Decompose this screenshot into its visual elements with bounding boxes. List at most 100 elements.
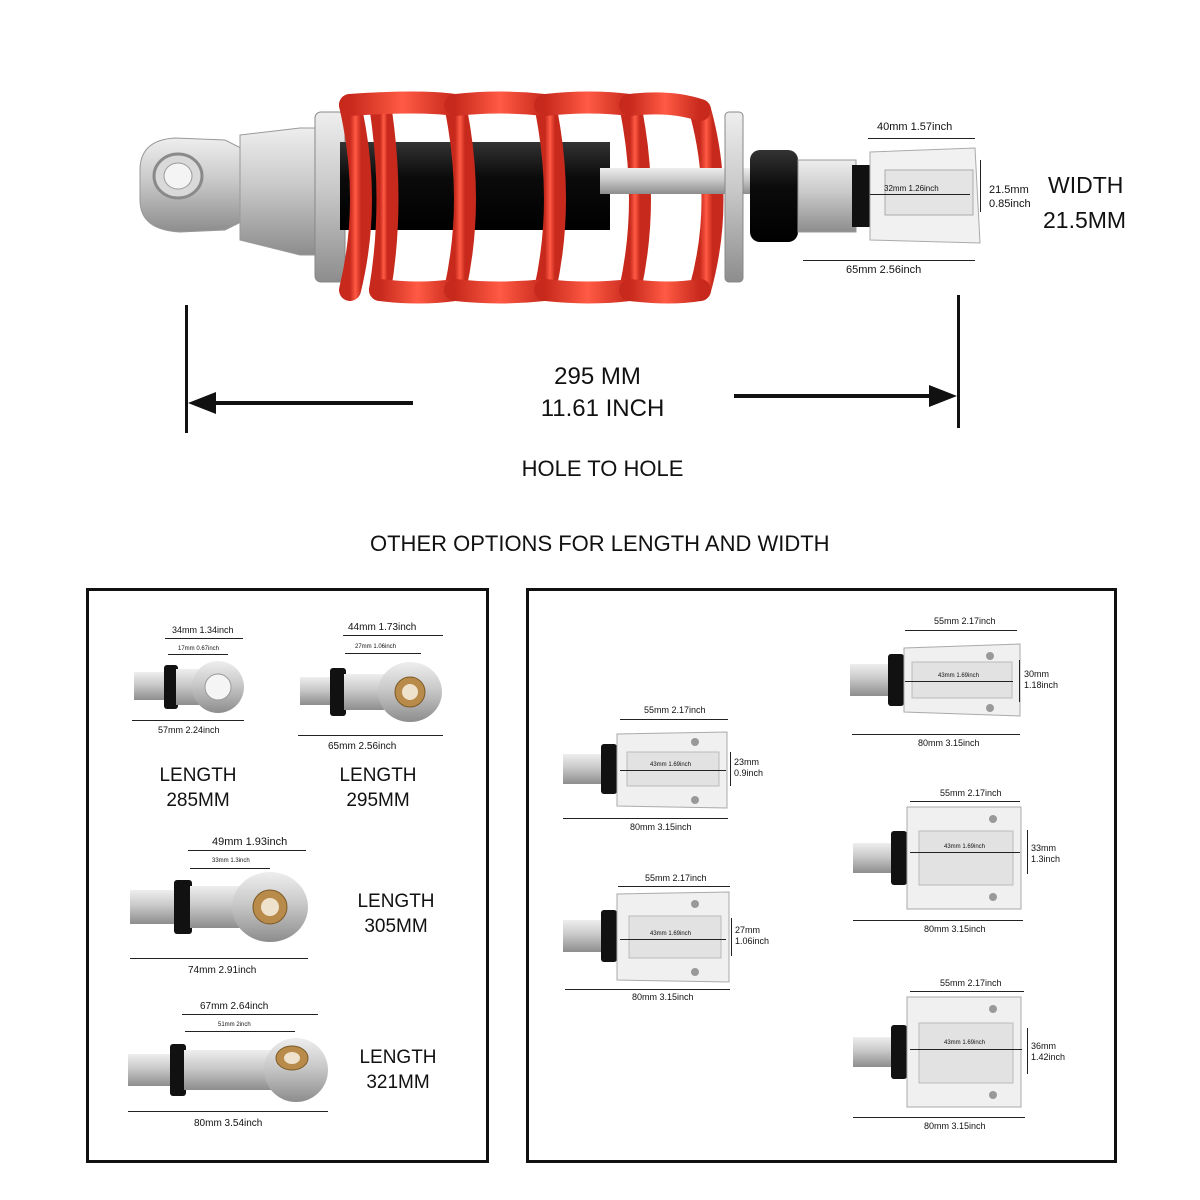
options-heading: OTHER OPTIONS FOR LENGTH AND WIDTH [370, 531, 830, 556]
width-label: WIDTH [1048, 172, 1124, 198]
opt321-bottom-line [128, 1111, 328, 1112]
w23-bottom-line [563, 818, 728, 819]
opt321-label: LENGTH 321MM [348, 1045, 448, 1095]
opt305-label-1: LENGTH [357, 891, 435, 912]
w23-hin: 0.9inch [734, 768, 764, 778]
opt321-label-2: 321MM [366, 1072, 430, 1093]
eyelet-285-image [134, 661, 244, 713]
width-value: 21.5MM [1043, 207, 1127, 233]
opt321-label-1: LENGTH [359, 1047, 437, 1068]
opt321-inner-line [185, 1031, 295, 1032]
right-bound-line [957, 295, 960, 428]
w30-bottom: 80mm 3.15inch [918, 738, 980, 748]
opt285-bottom-line [132, 720, 244, 721]
opt295-label: LENGTH 295MM [328, 763, 428, 813]
w23-height-line [730, 752, 731, 786]
w30-height-line [1019, 660, 1020, 702]
opt285-label: LENGTH 285MM [148, 763, 248, 813]
opt285-top: 34mm 1.34inch [172, 625, 234, 635]
w36-bottom-line [853, 1117, 1025, 1118]
w33-bottom-line [853, 920, 1023, 921]
shock-absorber-image [139, 91, 981, 304]
opt285-inner-line [168, 654, 228, 655]
opt295-top-line [343, 635, 443, 636]
w23-top-line [620, 719, 728, 720]
opt295-label-2: 295MM [346, 790, 410, 811]
w36-inner-line [910, 1049, 1022, 1050]
bottom-length-label: 65mm 2.56inch [846, 264, 922, 276]
w30-inner: 43mm 1.69inch [938, 673, 980, 679]
opt305-bottom: 74mm 2.91inch [188, 965, 257, 976]
height-mm: 21.5mm [989, 184, 1029, 196]
w27-height-line [731, 918, 732, 956]
w30-top-line [905, 630, 1017, 631]
opt295-inner: 27mm 1.06inch [355, 644, 397, 650]
opt295-bottom-line [298, 735, 443, 736]
opt295-label-1: LENGTH [339, 765, 417, 786]
opt295-bottom: 65mm 2.56inch [328, 741, 397, 752]
w23-inner: 43mm 1.69inch [650, 762, 692, 768]
clevis-36-image [853, 996, 1022, 1108]
opt305-inner-line [190, 868, 270, 869]
w33-inner-line [910, 852, 1020, 853]
w23-inner-line [620, 770, 726, 771]
clevis-33-image [853, 806, 1022, 910]
clevis-30-image [850, 643, 1021, 717]
opt305-label: LENGTH 305MM [346, 889, 446, 939]
top-width-line [868, 138, 975, 139]
bottom-length-line [803, 260, 975, 261]
opt321-top: 67mm 2.64inch [200, 1001, 269, 1012]
opt305-inner: 33mm 1.3inch [212, 858, 250, 864]
w27-hin: 1.06inch [735, 936, 770, 946]
opt321-top-line [182, 1014, 318, 1015]
opt295-inner-line [345, 653, 421, 654]
w33-top-line [910, 801, 1020, 802]
w36-hin: 1.42inch [1031, 1052, 1066, 1062]
top-width-label: 40mm 1.57inch [877, 121, 953, 133]
opt305-top-line [188, 850, 306, 851]
w36-top: 55mm 2.17inch [940, 978, 1002, 988]
eyelet-321-image [128, 1038, 328, 1102]
opt305-label-2: 305MM [364, 916, 428, 937]
w27-bottom-line [565, 989, 730, 990]
w33-height-line [1027, 830, 1028, 874]
opt285-bottom: 57mm 2.24inch [158, 725, 220, 735]
w23-hmm: 23mm [734, 757, 760, 767]
w30-bottom-line [852, 734, 1020, 735]
w27-inner: 43mm 1.69inch [650, 931, 692, 937]
length-in: 11.61 INCH [540, 395, 665, 422]
right-arrow-icon [734, 385, 957, 407]
opt295-top: 44mm 1.73inch [348, 622, 417, 633]
w27-top-line [618, 886, 730, 887]
opt285-label-1: LENGTH [159, 765, 237, 786]
w33-bottom: 80mm 3.15inch [924, 924, 986, 934]
w36-hmm: 36mm [1031, 1041, 1057, 1051]
w33-inner: 43mm 1.69inch [944, 844, 986, 850]
eyelet-305-image [130, 872, 308, 942]
w36-bottom: 80mm 3.15inch [924, 1121, 986, 1131]
opt305-top: 49mm 1.93inch [212, 836, 288, 848]
w27-hmm: 27mm [735, 925, 761, 935]
w36-inner: 43mm 1.69inch [944, 1040, 986, 1046]
length-mm: 295 MM [554, 363, 641, 390]
w30-hmm: 30mm [1024, 669, 1050, 679]
w30-inner-line [905, 681, 1013, 682]
hole-to-hole-label: HOLE TO HOLE [521, 456, 684, 481]
opt305-bottom-line [130, 958, 308, 959]
w30-hin: 1.18inch [1024, 680, 1059, 690]
w27-top: 55mm 2.17inch [645, 873, 707, 883]
opt285-label-2: 285MM [166, 790, 230, 811]
w30-top: 55mm 2.17inch [934, 616, 996, 626]
w33-hin: 1.3inch [1031, 854, 1061, 864]
left-bound-line [185, 305, 188, 433]
height-in: 0.85inch [989, 198, 1031, 210]
w23-bottom: 80mm 3.15inch [630, 822, 692, 832]
eyelet-295-image [300, 662, 442, 722]
left-arrow-icon [188, 392, 413, 414]
opt285-inner: 17mm 0.67inch [178, 646, 220, 652]
opt321-bottom: 80mm 3.54inch [194, 1118, 263, 1129]
w36-top-line [910, 991, 1024, 992]
w33-hmm: 33mm [1031, 843, 1057, 853]
w27-inner-line [620, 939, 726, 940]
w23-top: 55mm 2.17inch [644, 705, 706, 715]
